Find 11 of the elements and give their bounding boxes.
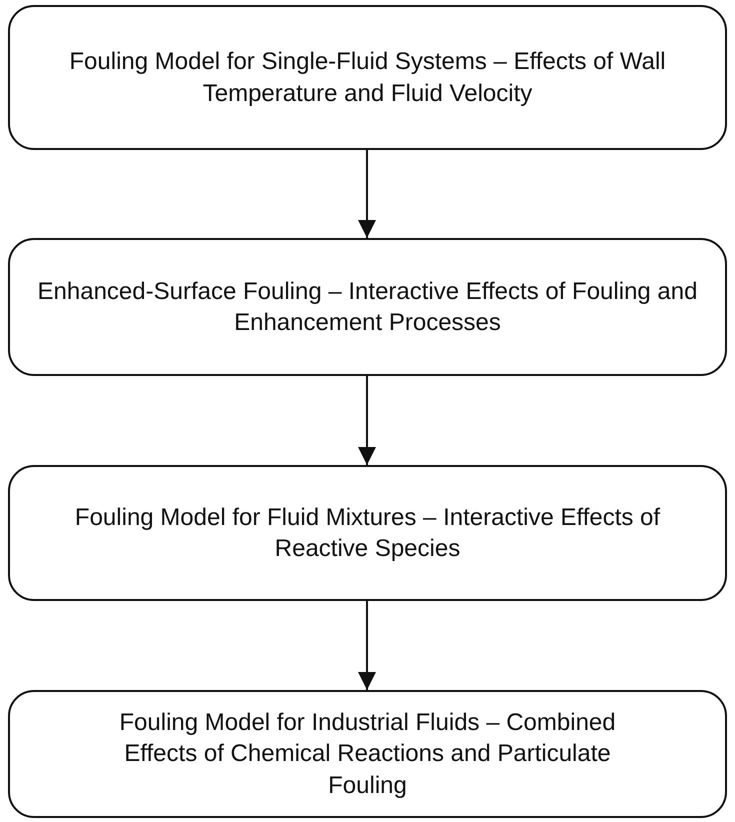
- box-text: Fouling Model for Single-Fluid Systems – Effects of Wall Temperature and Fluid Velocity: [68, 47, 667, 108]
- box-text: Enhanced-Surface Fouling – Interactive Effects of Fouling and Enhancement Processes: [38, 276, 698, 338]
- arrow: [358, 601, 376, 690]
- process-box: [8, 238, 727, 376]
- box-text: Fouling Model for Fluid Mixtures – Interactive Effects of Reactive Species: [74, 502, 662, 564]
- process-box: [8, 690, 727, 818]
- process-box: [8, 465, 727, 601]
- process-box: [8, 5, 727, 150]
- arrow: [358, 150, 376, 238]
- arrow: [358, 376, 376, 465]
- box-text: Fouling Model for Industrial Fluids – Combined Effects of Chemical Reactions and Particulate Fouling: [118, 708, 617, 801]
